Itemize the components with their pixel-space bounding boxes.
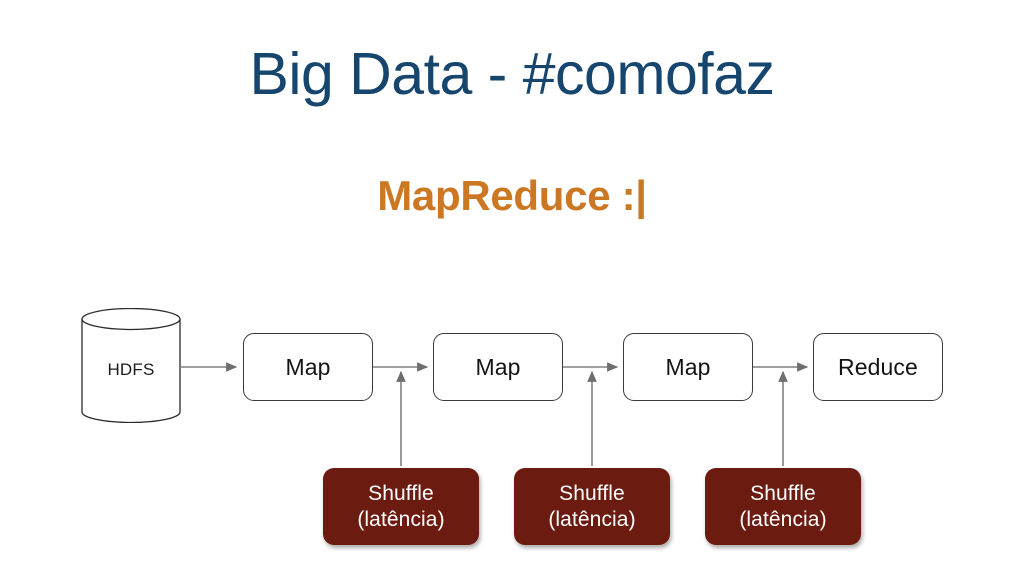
- stage-label: Map: [665, 353, 711, 380]
- shuffle-title: Shuffle: [368, 481, 434, 505]
- stage-label: Map: [285, 353, 331, 380]
- stage-box-map-1[interactable]: Map: [243, 333, 373, 401]
- stage-box-reduce[interactable]: Reduce: [813, 333, 943, 401]
- page-subtitle: MapReduce :|: [377, 172, 647, 219]
- shuffle-box-1[interactable]: Shuffle (latência): [323, 468, 479, 545]
- shuffle-subtitle: (latência): [357, 507, 445, 531]
- stage-label: Map: [475, 353, 521, 380]
- shuffle-box-3[interactable]: Shuffle (latência): [705, 468, 861, 545]
- hdfs-datastore[interactable]: HDFS: [81, 308, 181, 423]
- shuffle-title: Shuffle: [559, 481, 625, 505]
- hdfs-label: HDFS: [107, 360, 155, 379]
- stage-box-map-2[interactable]: Map: [433, 333, 563, 401]
- stage-box-map-3[interactable]: Map: [623, 333, 753, 401]
- stage-label: Reduce: [838, 353, 918, 380]
- shuffle-subtitle: (latência): [548, 507, 636, 531]
- shuffle-title: Shuffle: [750, 481, 816, 505]
- cylinder-icon: [81, 308, 181, 423]
- shuffle-subtitle: (latência): [739, 507, 827, 531]
- shuffle-box-2[interactable]: Shuffle (latência): [514, 468, 670, 545]
- page-title: Big Data - #comofaz: [249, 41, 775, 107]
